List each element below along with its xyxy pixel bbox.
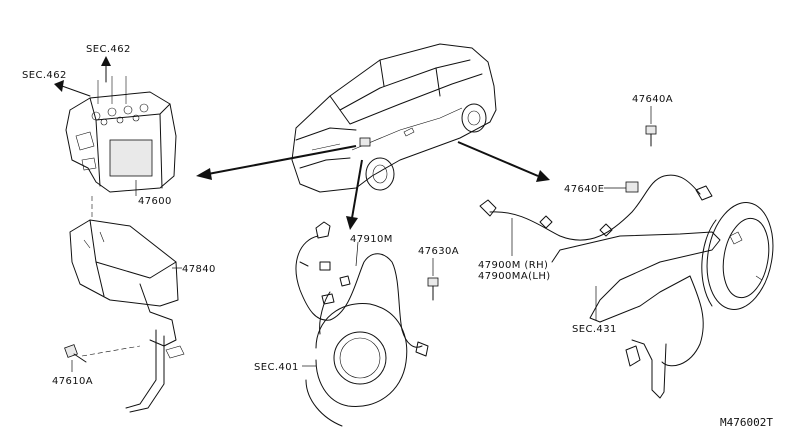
- label-47610A: 47610A: [52, 376, 93, 387]
- label-47630A: 47630A: [418, 246, 459, 257]
- brake-backing-plate: [305, 291, 408, 427]
- bolt-47630A: [427, 277, 439, 301]
- label-47910M: 47910M: [350, 234, 393, 245]
- diagram-code: M476002T: [720, 416, 773, 429]
- label-sec462-left[interactable]: SEC.462: [22, 70, 67, 81]
- label-sec462-top[interactable]: SEC.462: [86, 44, 131, 55]
- rear-wheel-sensor-47900M: [479, 174, 713, 241]
- label-47640A: 47640A: [632, 94, 673, 105]
- label-47600: 47600: [138, 196, 172, 207]
- actuator-bracket-47840: [69, 219, 185, 413]
- abs-actuator-47600: [65, 76, 177, 193]
- label-47900M: 47900M (RH): [478, 260, 548, 271]
- label-47640E: 47640E: [564, 184, 605, 195]
- label-47840: 47840: [182, 264, 216, 275]
- sec462-pointers: [54, 56, 111, 97]
- clip-47640E: [625, 181, 639, 193]
- bolt-47640A: [645, 125, 657, 147]
- rear-axle-assembly: [551, 202, 774, 399]
- pointer-arrows: [196, 141, 550, 230]
- bolt-47610A: [64, 344, 87, 363]
- label-sec401[interactable]: SEC.401: [254, 362, 299, 373]
- vehicle-illustration: [291, 43, 497, 193]
- label-sec431[interactable]: SEC.431: [572, 324, 617, 335]
- label-47900MA: 47900MA(LH): [478, 271, 551, 282]
